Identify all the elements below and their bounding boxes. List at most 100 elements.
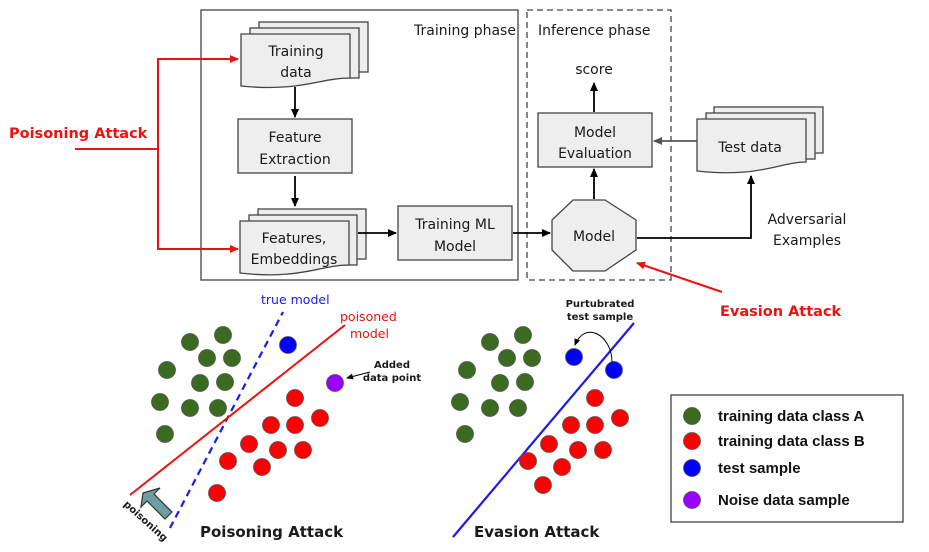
- svg-text:Training: Training: [267, 44, 323, 60]
- class-a-point: [523, 349, 541, 367]
- legend-label: training data class B: [718, 433, 865, 450]
- class-a-point: [491, 374, 509, 392]
- class-b-point: [286, 389, 304, 407]
- original-test-sample-point: [605, 361, 623, 379]
- class-a-point: [156, 425, 174, 443]
- legend: training data class A training data class…: [670, 394, 904, 523]
- decision-boundary-line: [452, 322, 635, 538]
- svg-text:data: data: [280, 65, 312, 81]
- class-b-point: [519, 452, 537, 470]
- class-a-point: [458, 361, 476, 379]
- true-model-line: [169, 311, 284, 529]
- feature-extraction-node: Feature Extraction: [237, 118, 353, 174]
- legend-swatch: [683, 407, 701, 425]
- arrow-model-to-testdata: [637, 175, 755, 239]
- class-b-point: [586, 416, 604, 434]
- class-b-point: [553, 458, 571, 476]
- added-point-label-2: data point: [363, 373, 421, 384]
- class-b-point: [294, 441, 312, 459]
- class-b-point: [562, 416, 580, 434]
- legend-label: Noise data sample: [718, 492, 850, 509]
- added-point-pointer: [346, 371, 371, 380]
- poisoned-model-label-2: model: [350, 326, 389, 341]
- features-embeddings-node: Features, Embeddings: [239, 208, 367, 276]
- legend-swatch: [683, 459, 701, 477]
- inference-phase-box: [526, 9, 672, 281]
- true-model-label: true model: [261, 292, 330, 307]
- class-b-point: [611, 409, 629, 427]
- class-a-point: [151, 393, 169, 411]
- poisoned-model-line: [129, 324, 346, 496]
- arrow-poisoning-to-embeddings: [157, 149, 239, 253]
- arrow-poisoning-to-training-data: [157, 55, 239, 149]
- poisoned-model-label: poisoned: [340, 309, 397, 324]
- class-b-point: [540, 435, 558, 453]
- class-a-point: [216, 373, 234, 391]
- class-b-point: [534, 476, 552, 494]
- score-label: score: [575, 62, 613, 78]
- class-a-point: [223, 349, 241, 367]
- legend-swatch: [683, 491, 701, 509]
- added-noise-point: [326, 374, 344, 392]
- svg-text:Training ML: Training ML: [414, 217, 495, 233]
- class-b-point: [311, 409, 329, 427]
- class-a-point: [214, 326, 232, 344]
- class-a-point: [209, 399, 227, 417]
- class-a-point: [191, 374, 209, 392]
- class-a-point: [451, 393, 469, 411]
- training-phase-box: [200, 9, 519, 281]
- added-point-label: Added: [374, 360, 410, 371]
- class-b-point: [262, 416, 280, 434]
- class-b-point: [219, 452, 237, 470]
- svg-text:Embeddings: Embeddings: [251, 252, 338, 268]
- class-b-point: [253, 458, 271, 476]
- class-b-point: [594, 441, 612, 459]
- class-b-point: [569, 441, 587, 459]
- class-a-point: [498, 349, 516, 367]
- class-b-point: [208, 484, 226, 502]
- model-node: Model: [551, 199, 637, 272]
- svg-text:Model: Model: [573, 229, 615, 245]
- legend-label: training data class A: [718, 408, 864, 425]
- class-b-point: [286, 416, 304, 434]
- class-a-point: [158, 361, 176, 379]
- adversarial-examples-label-2: Examples: [773, 233, 841, 249]
- class-b-point: [586, 389, 604, 407]
- perturbed-sample-label-2: test sample: [567, 312, 633, 323]
- class-b-point: [269, 441, 287, 459]
- legend-label: test sample: [718, 460, 801, 477]
- class-a-point: [456, 425, 474, 443]
- evasion-attack-label: Evasion Attack: [720, 304, 842, 320]
- training-ml-model-node: Training ML Model: [397, 205, 513, 261]
- perturbed-test-sample-point: [565, 348, 583, 366]
- evasion-panel: Purtubrated test sample Evasion Attack: [451, 299, 635, 541]
- inference-phase-label: Inference phase: [538, 23, 651, 39]
- class-a-point: [514, 326, 532, 344]
- legend-swatch: [683, 432, 701, 450]
- class-a-point: [481, 399, 499, 417]
- model-evaluation-node: Model Evaluation: [537, 112, 653, 168]
- class-a-point: [481, 333, 499, 351]
- svg-text:Feature: Feature: [269, 130, 322, 146]
- perturbation-arrow: [574, 331, 613, 363]
- arrow-evasion-to-model: [636, 261, 723, 293]
- class-b-point: [240, 435, 258, 453]
- class-a-point: [181, 399, 199, 417]
- poisoning-panel: true model poisoned model Added data poi…: [121, 292, 421, 544]
- evasion-panel-title: Evasion Attack: [474, 523, 600, 541]
- poisoning-attack-label: Poisoning Attack: [9, 126, 148, 142]
- training-data-node: Training data: [240, 21, 369, 89]
- svg-text:Evaluation: Evaluation: [558, 146, 632, 162]
- perturbed-sample-label: Purtubrated: [566, 299, 635, 310]
- poisoning-panel-title: Poisoning Attack: [200, 523, 344, 541]
- class-a-point: [181, 333, 199, 351]
- test-data-node: Test data: [696, 106, 824, 174]
- legend-box: [670, 394, 904, 523]
- svg-text:Features,: Features,: [262, 231, 327, 247]
- svg-text:Extraction: Extraction: [259, 152, 330, 168]
- training-phase-label: Training phase: [413, 23, 516, 39]
- adversarial-examples-label: Adversarial: [768, 212, 847, 228]
- test-sample-point: [279, 336, 297, 354]
- svg-text:Test data: Test data: [717, 140, 782, 156]
